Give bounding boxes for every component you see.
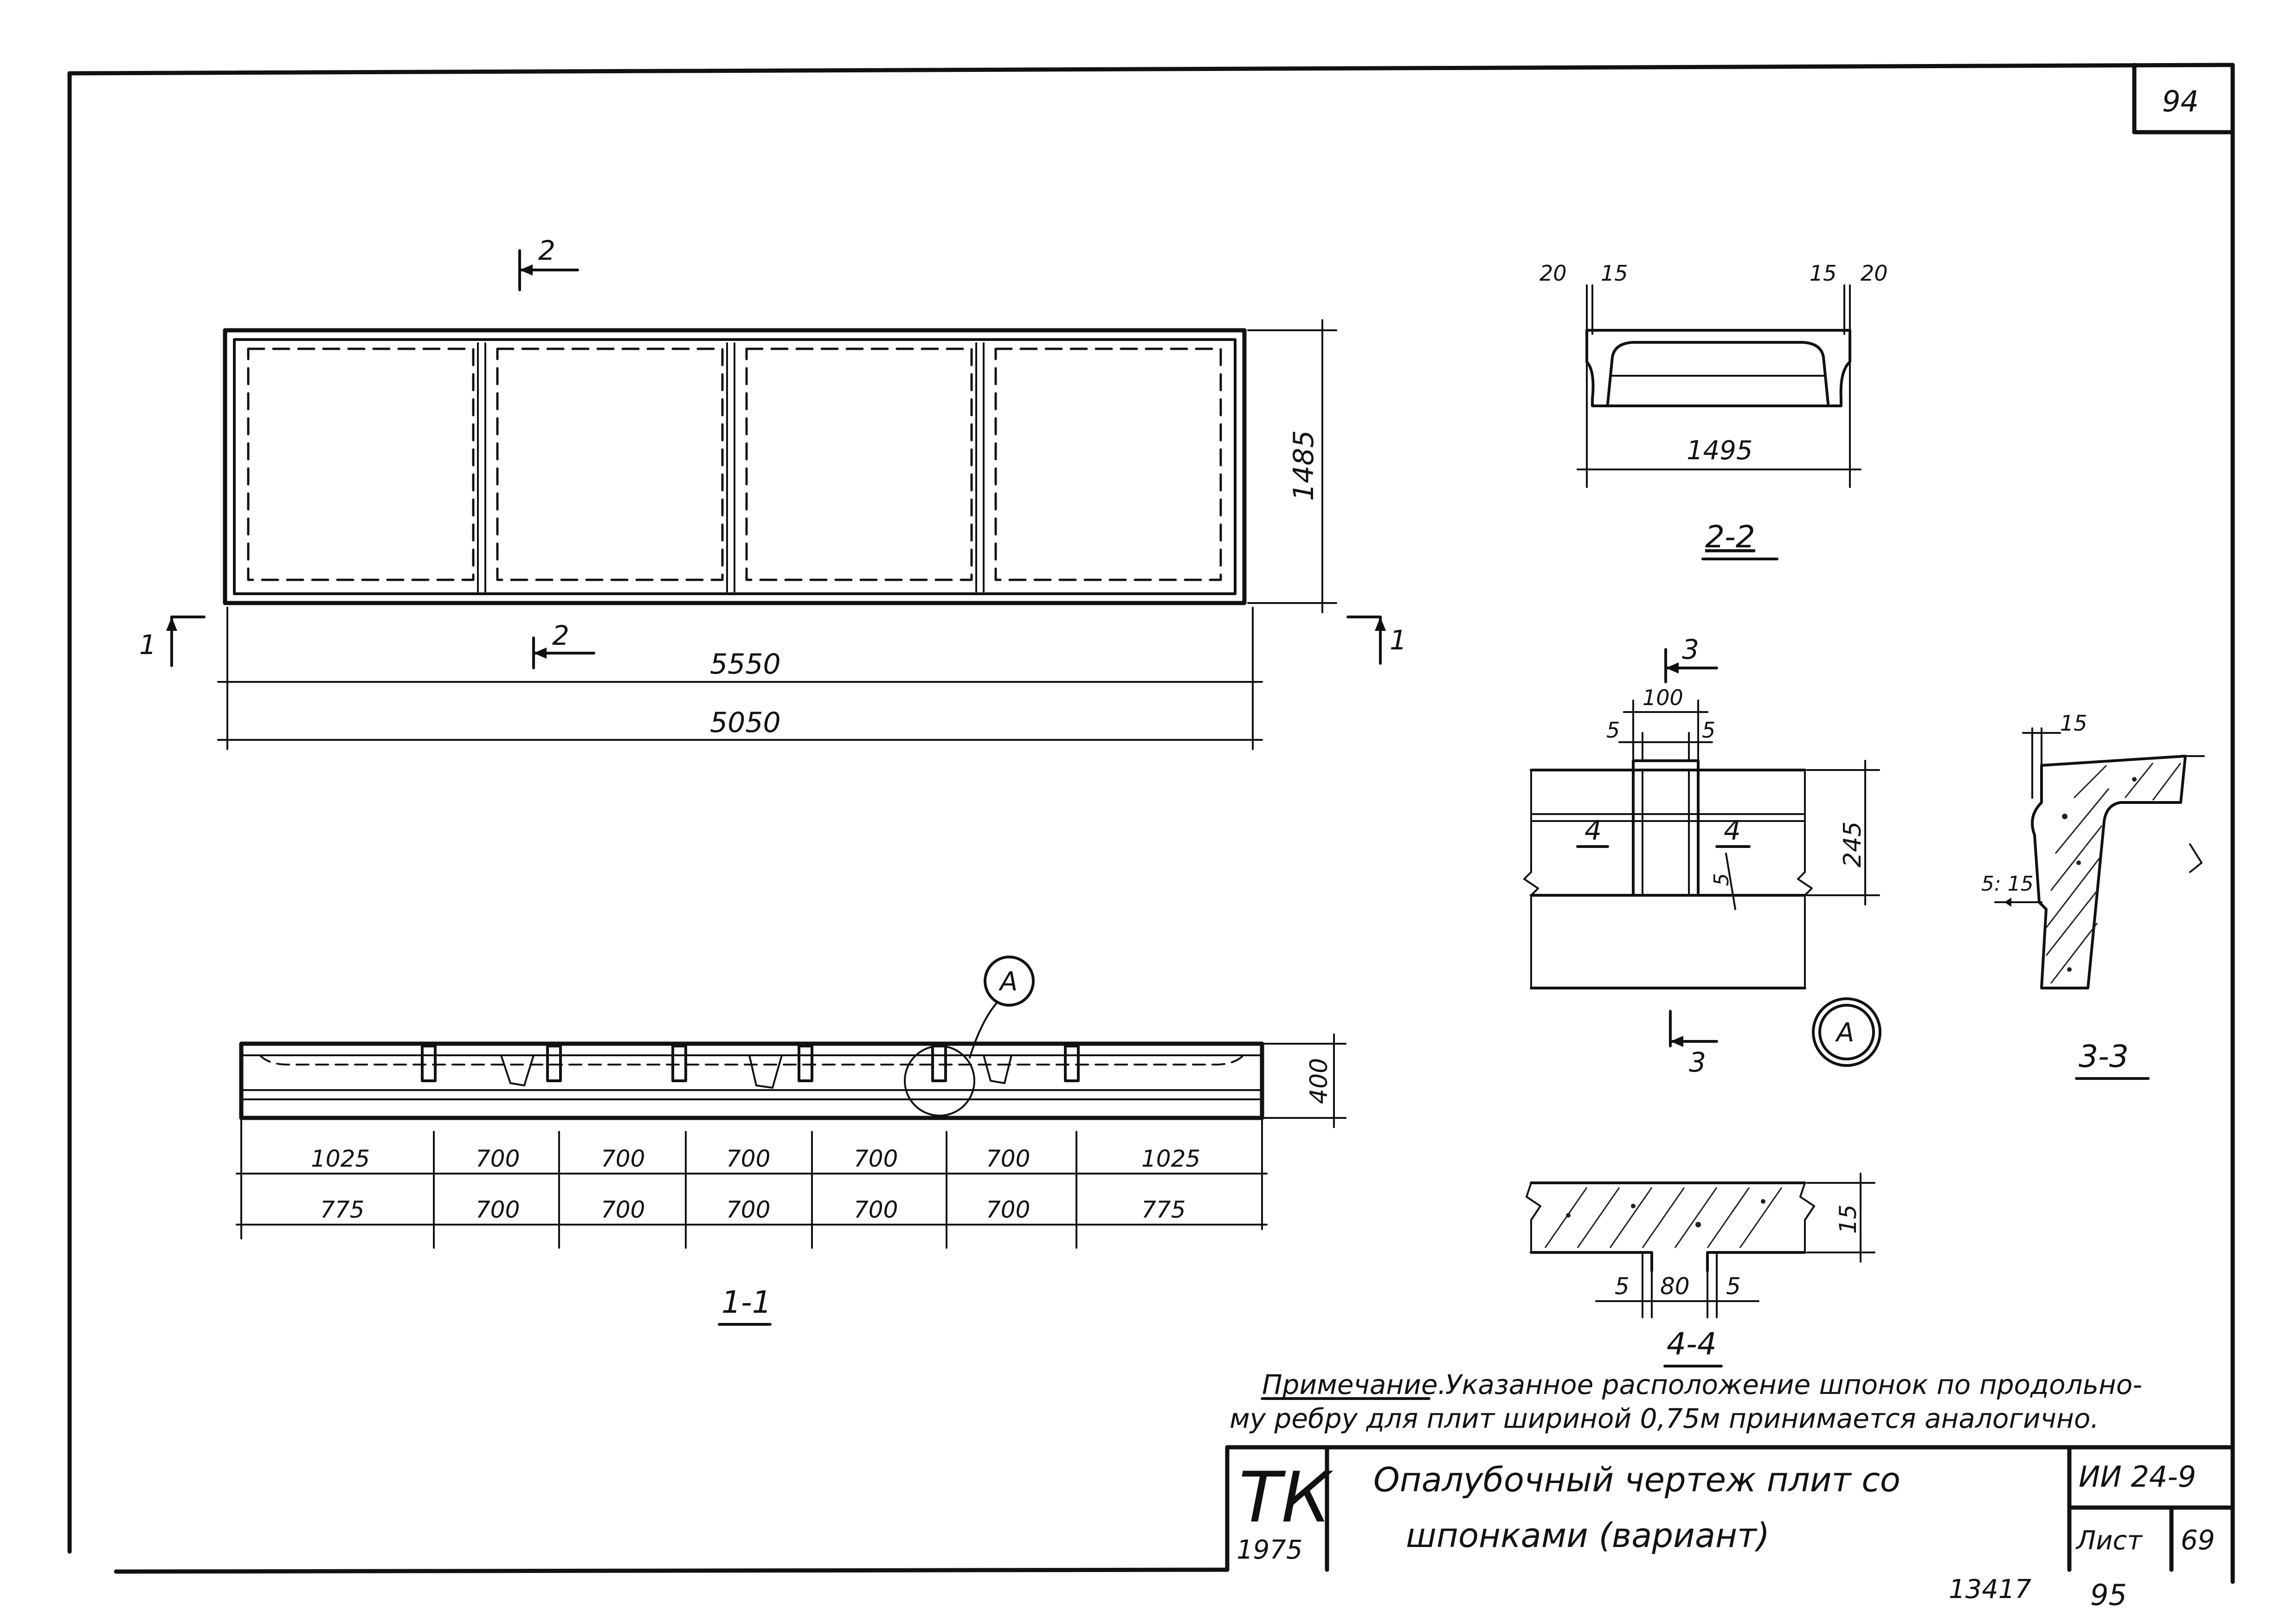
title-block-title-line-1: Опалубочный чертеж плит со: [1373, 1460, 1900, 1499]
plan-length-outer-dim: 5550: [710, 648, 781, 680]
title-block-year: 1975: [1237, 1535, 1303, 1565]
note-label: Примечание.: [1262, 1369, 1446, 1400]
section-4-4-dim-80: 80: [1660, 1273, 1690, 1300]
title-block-frame: [1225, 1445, 2235, 1572]
detail-A-cut-mark-top: 3: [1682, 634, 1699, 665]
title-block-sheet-no: 69: [2181, 1524, 2215, 1556]
detail-A-section-4-right: 4: [1724, 815, 1741, 846]
detail-A-section-4-left: 4: [1584, 815, 1602, 846]
section-mark-2-label: 2: [538, 235, 555, 266]
detail-A-cut-mark-bottom: 3: [1689, 1046, 1706, 1078]
note-line-2: му ребру для плит шириной 0,75м принимае…: [1230, 1403, 2099, 1434]
plan-length-inner-dim: 5050: [710, 706, 781, 739]
section-2-2-dim-20-left: 20: [1539, 261, 1567, 286]
section-2-2-drawing: [1577, 284, 1861, 488]
section-4-4-title: 4-4: [1667, 1326, 1717, 1362]
dim-bottom-7: 775: [1141, 1196, 1185, 1223]
section-mark-2-bottom: 2: [532, 620, 595, 669]
dim-bottom-5: 700: [854, 1196, 898, 1223]
plan-dimensions: [217, 319, 1337, 750]
detail-A-gap-5-right: 5: [1702, 718, 1715, 743]
dim-top-4: 700: [726, 1145, 770, 1172]
detail-A-callout-label: A: [998, 967, 1018, 997]
sheet-frame: [67, 63, 2235, 1584]
title-block-logo: ТК: [1239, 1457, 1333, 1538]
section-2-2-dim-20-right: 20: [1861, 261, 1888, 286]
cut-mark-1-left-label: 1: [139, 629, 156, 661]
cut-mark-1-right-label: 1: [1390, 624, 1407, 656]
dim-top-7: 1025: [1141, 1145, 1200, 1172]
section-2-2-width-dim: 1495: [1687, 436, 1753, 466]
dim-top-5: 700: [854, 1145, 898, 1172]
section-mark-2-top: 2: [518, 235, 579, 291]
dim-bottom-3: 700: [601, 1196, 645, 1223]
section-1-1-height-dim: 400: [1305, 1058, 1333, 1104]
footer-page: 95: [2090, 1578, 2127, 1612]
section-2-2-dim-15-right: 15: [1810, 261, 1837, 286]
detail-A-drawing: [1523, 648, 1881, 1067]
note-line-1: Указанное расположение шпонок по продоль…: [1445, 1369, 2142, 1400]
footer-stamp: 13417: [1949, 1574, 2032, 1605]
section-4-4-thickness-dim: 15: [1835, 1204, 1861, 1234]
dim-top-1: 1025: [311, 1145, 370, 1172]
detail-A-width-100: 100: [1642, 685, 1683, 710]
plan-width-dim: 1485: [1288, 430, 1320, 501]
dim-bottom-2: 700: [476, 1196, 520, 1223]
dim-top-6: 700: [986, 1145, 1030, 1172]
section-4-4-dim-5-left: 5: [1615, 1273, 1630, 1300]
dim-top-2: 700: [476, 1145, 520, 1172]
title-block-code: ИИ 24-9: [2079, 1460, 2196, 1494]
dim-bottom-4: 700: [726, 1196, 770, 1223]
section-3-3-dim-side: 5: 15: [1981, 872, 2034, 896]
dim-bottom-1: 775: [320, 1196, 364, 1223]
title-block-sheet-label: Лист: [2075, 1526, 2143, 1556]
detail-A-gap-5-vertical: 5: [1710, 873, 1733, 886]
detail-A-gap-5-left: 5: [1606, 718, 1620, 743]
title-block-title-line-2: шпонками (вариант): [1406, 1516, 1770, 1555]
section-4-4-drawing: [1526, 1173, 1875, 1318]
section-4-4-dim-5-right: 5: [1726, 1273, 1741, 1300]
section-3-3-dim-top: 15: [2060, 711, 2087, 736]
sheet-number: 94: [2162, 84, 2199, 118]
detail-A-height-dim: 245: [1839, 822, 1867, 867]
section-mark-2-bottom-label: 2: [552, 620, 569, 651]
cut-mark-1-right: 1: [1346, 616, 1407, 665]
section-1-1-title: 1-1: [721, 1284, 772, 1320]
section-3-3-title: 3-3: [2079, 1039, 2129, 1074]
dim-bottom-6: 700: [986, 1196, 1030, 1223]
section-3-3-drawing: [1994, 727, 2205, 989]
plan-view: [223, 328, 1247, 605]
section-2-2-dim-15-left: 15: [1601, 261, 1628, 286]
cut-mark-1-left: 1: [139, 616, 206, 667]
detail-A-label: A: [1835, 1018, 1854, 1048]
dim-top-3: 700: [601, 1145, 645, 1172]
section-2-2-title: 2-2: [1705, 519, 1755, 555]
section-1-1-drawing: [236, 956, 1346, 1249]
